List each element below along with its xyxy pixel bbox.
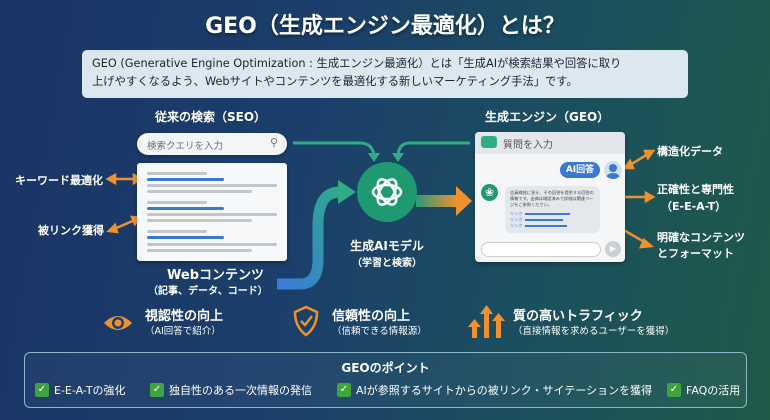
web-content-title: Webコンテンツ bbox=[167, 268, 264, 283]
clear-content-label: 明確なコンテンツ bbox=[657, 231, 745, 244]
page-title: GEO（生成エンジン最適化）とは？ bbox=[205, 14, 565, 39]
user-avatar-icon bbox=[604, 161, 622, 179]
web-content-sub: （記事、データ、コード） bbox=[148, 286, 268, 297]
chat-bubbles-icon bbox=[481, 136, 497, 148]
send-button[interactable]: ▶ bbox=[605, 241, 621, 257]
backlink-label: 被リンク獲得 bbox=[38, 224, 104, 237]
answer-text: 会員様皆に答え、その回答を提供する回答の情報です。出典は確認済みで詳細は関連ペー… bbox=[510, 190, 594, 207]
eye-icon bbox=[104, 316, 132, 330]
geo-heading: 生成エンジン（GEO） bbox=[485, 110, 610, 124]
benefit-sub: （信頼できる情報源） bbox=[332, 326, 427, 337]
point-label: 独自性のある一次情報の発信 bbox=[169, 384, 312, 397]
benefit-title: 視認性の向上 bbox=[145, 309, 224, 324]
openai-logo-icon bbox=[371, 178, 403, 206]
keyword-optimization-label: キーワード最適化 bbox=[15, 174, 103, 187]
accuracy-label: 正確性と専門性 bbox=[657, 183, 734, 196]
shield-check-icon bbox=[293, 305, 319, 337]
ai-model-title: 生成AIモデル bbox=[350, 239, 424, 253]
search-input[interactable]: 検索クエリを入力 ⚲ bbox=[137, 133, 287, 155]
ai-answer-content: 会員様皆に答え、その回答を提供する回答の情報です。出典は確認済みで詳細は関連ペー… bbox=[505, 186, 600, 233]
benefit-sub: （AI回答で紹介） bbox=[145, 326, 221, 337]
answer-link[interactable]: リンク bbox=[510, 217, 523, 222]
description-line: GEO (Generative Engine Optimization : 生成… bbox=[92, 57, 622, 70]
point-item: ✓ AIが参照するサイトからの被リンク・サイテーションを獲得 bbox=[337, 382, 652, 398]
ai-answer-bubble: AI回答 bbox=[560, 162, 600, 178]
point-item: ✓ E-E-A-Tの強化 bbox=[35, 382, 126, 398]
point-label: E-E-A-Tの強化 bbox=[54, 384, 126, 397]
model-to-chat-arrow bbox=[416, 195, 458, 207]
geo-points-box: GEOのポイント ✓ E-E-A-Tの強化 ✓ 独自性のある一次情報の発信 ✓ AIが… bbox=[24, 352, 747, 408]
point-label: AIが参照するサイトからの被リンク・サイテーションを獲得 bbox=[356, 384, 653, 397]
point-item: ✓ 独自性のある一次情報の発信 bbox=[150, 382, 312, 398]
description-line: 上げやすくなるよう、Webサイトやコンテンツを最適化する新しいマーケティング手法… bbox=[92, 75, 578, 88]
point-item: ✓ FAQの活用 bbox=[667, 382, 740, 398]
format-label: とフォーマット bbox=[657, 247, 734, 260]
seo-heading: 従来の検索（SEO） bbox=[155, 110, 267, 124]
ai-model-circle bbox=[357, 162, 417, 222]
arrows-up-icon bbox=[468, 305, 505, 338]
benefit-title: 信頼性の向上 bbox=[332, 309, 411, 324]
search-icon: ⚲ bbox=[269, 136, 278, 149]
chat-to-model-arrow bbox=[396, 141, 470, 156]
content-to-model-arrow bbox=[277, 186, 341, 290]
structured-data-label: 構造化データ bbox=[657, 145, 723, 158]
bot-logo-icon: ❀ bbox=[481, 184, 498, 201]
description-box: GEO (Generative Engine Optimization : 生成… bbox=[82, 50, 688, 98]
chat-window: 質問を入力 AI回答 ❀ 会員様皆に答え、その回答を提供する回答の情報です。出典… bbox=[475, 132, 625, 262]
search-to-model-arrow bbox=[293, 141, 376, 156]
chat-question-input[interactable]: 質問を入力 bbox=[475, 132, 625, 154]
answer-link[interactable]: リンク bbox=[510, 223, 523, 228]
checkbox-icon: ✓ bbox=[35, 383, 49, 397]
search-results-card bbox=[137, 163, 287, 261]
checkbox-icon: ✓ bbox=[667, 383, 681, 397]
eeat-label: （E-E-A-T） bbox=[661, 200, 727, 213]
search-placeholder: 検索クエリを入力 bbox=[147, 141, 224, 152]
points-title: GEOのポイント bbox=[341, 361, 430, 375]
benefit-sub: （直接情報を求めるユーザーを獲得） bbox=[513, 326, 675, 337]
benefit-title: 質の高いトラフィック bbox=[513, 309, 643, 324]
chat-message-input[interactable] bbox=[481, 242, 601, 257]
checkbox-icon: ✓ bbox=[337, 383, 351, 397]
checkbox-icon: ✓ bbox=[150, 383, 164, 397]
answer-link[interactable]: リンク bbox=[510, 211, 523, 216]
chat-placeholder: 質問を入力 bbox=[503, 140, 553, 151]
point-label: FAQの活用 bbox=[686, 384, 741, 397]
ai-model-sub: （学習と検索） bbox=[352, 258, 422, 269]
